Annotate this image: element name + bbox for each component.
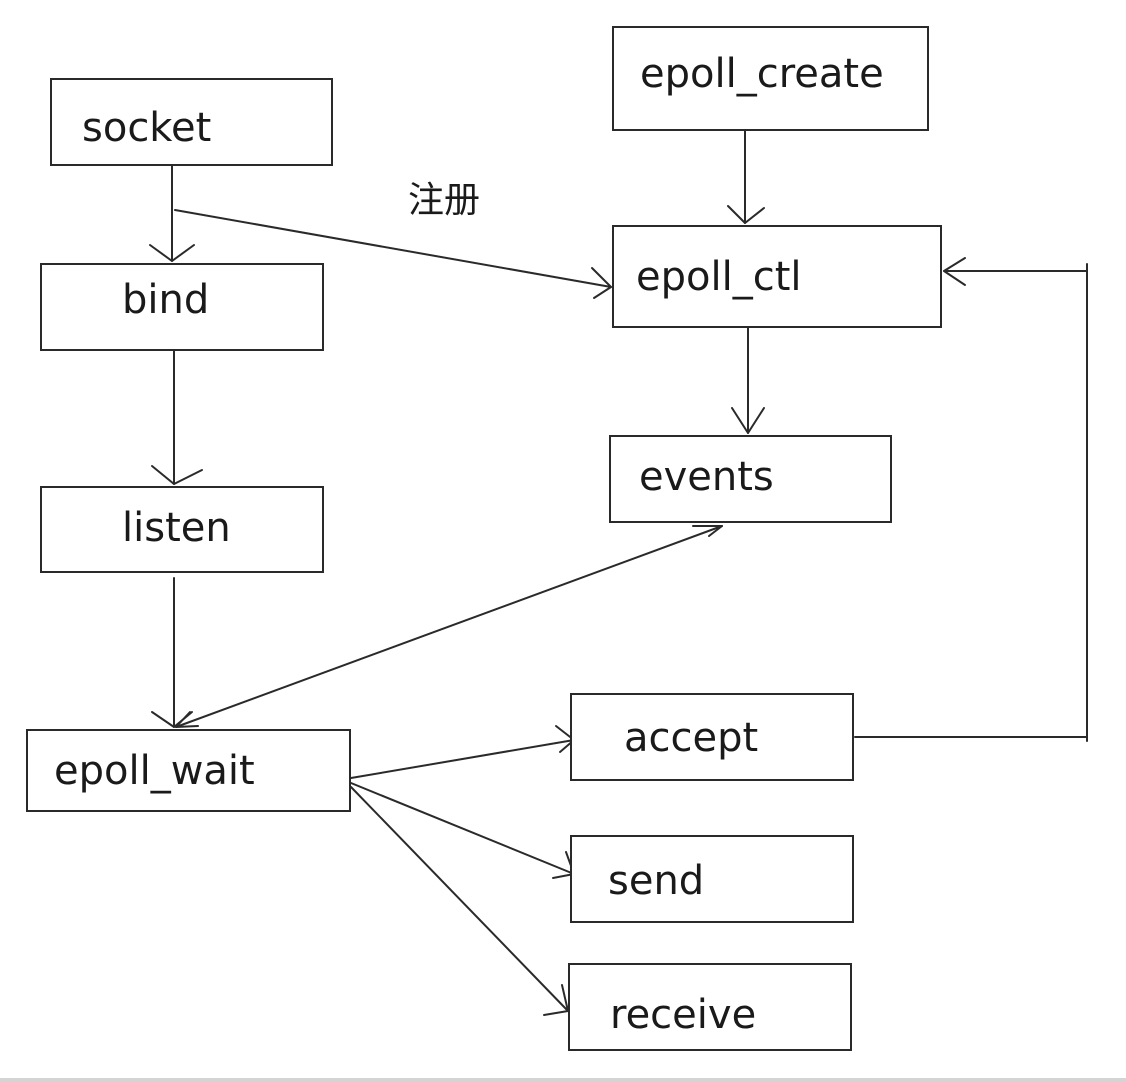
edge-accept-epoll-ctl bbox=[854, 257, 1088, 742]
node-label: epoll_create bbox=[640, 51, 884, 97]
node-epoll-create: epoll_create bbox=[612, 26, 929, 131]
edge-label-register: 注册 bbox=[408, 180, 481, 221]
node-send: send bbox=[570, 835, 854, 923]
bottom-border bbox=[0, 1078, 1126, 1082]
node-label: accept bbox=[624, 715, 759, 761]
edge-socket-epoll-ctl bbox=[174, 209, 612, 299]
node-listen: listen bbox=[40, 486, 324, 573]
node-socket: socket bbox=[50, 78, 333, 166]
node-accept: accept bbox=[570, 693, 854, 781]
edge-events-epoll-wait bbox=[175, 525, 723, 728]
edge-epoll-wait-accept bbox=[350, 725, 575, 779]
edge-epoll-wait-send bbox=[350, 782, 575, 879]
edge-listen-epoll-wait bbox=[151, 577, 193, 728]
edge-epoll-ctl-events bbox=[731, 327, 765, 434]
node-label: listen bbox=[122, 505, 231, 551]
node-epoll-ctl: epoll_ctl bbox=[612, 225, 942, 328]
node-epoll-wait: epoll_wait bbox=[26, 729, 351, 812]
node-label: epoll_wait bbox=[54, 748, 255, 794]
edge-epoll-wait-receive bbox=[350, 786, 569, 1016]
node-events: events bbox=[609, 435, 892, 523]
edge-socket-bind bbox=[149, 165, 195, 262]
edge-bind-listen bbox=[151, 350, 203, 485]
node-label: send bbox=[608, 858, 705, 904]
node-label: events bbox=[639, 454, 774, 500]
node-bind: bind bbox=[40, 263, 324, 351]
edge-epoll-create-epoll-ctl bbox=[727, 130, 765, 224]
node-label: receive bbox=[610, 992, 757, 1038]
node-receive: receive bbox=[568, 963, 852, 1051]
node-label: socket bbox=[82, 105, 212, 151]
node-label: bind bbox=[122, 277, 210, 323]
node-label: epoll_ctl bbox=[636, 254, 802, 300]
